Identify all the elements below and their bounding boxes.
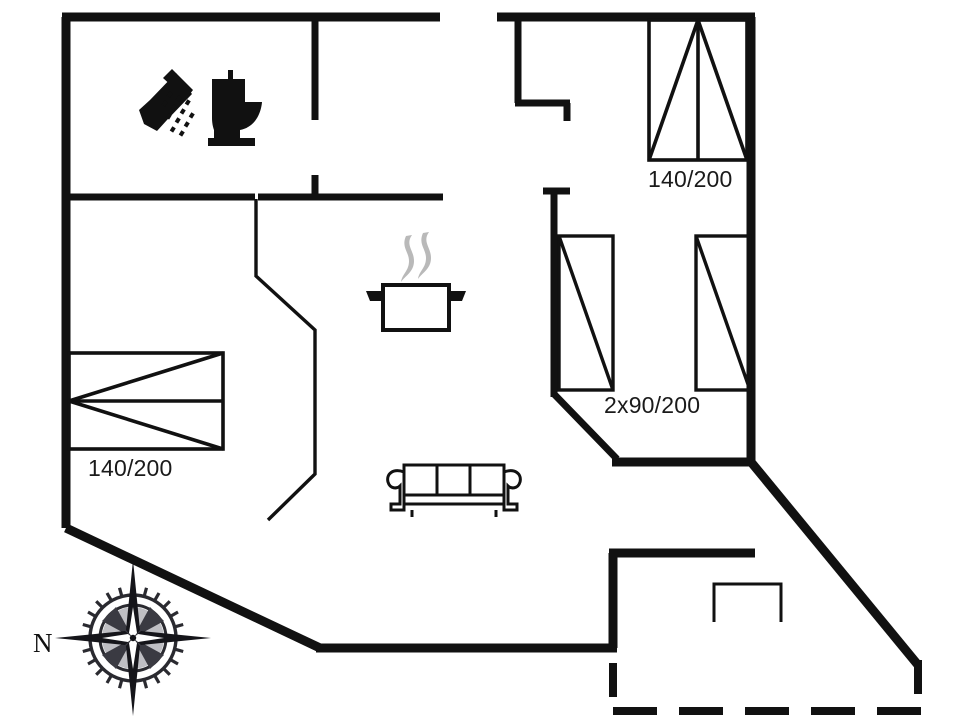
pot-body bbox=[381, 283, 451, 332]
bed-top-right-diagonal-left bbox=[647, 19, 700, 161]
bed-twin-left-outline bbox=[557, 234, 615, 392]
pot-walls bbox=[381, 285, 451, 332]
sofa-seat bbox=[402, 493, 506, 506]
wall-right-diagonal bbox=[747, 459, 922, 668]
compass-points-intercardinal bbox=[102, 607, 164, 669]
steam-wisp-left bbox=[401, 235, 414, 282]
compass-north-label: N bbox=[33, 628, 53, 658]
interior-walls bbox=[66, 20, 620, 462]
pot-handle-right bbox=[449, 291, 466, 301]
bed-twin-left-diagonal bbox=[557, 235, 615, 391]
double-bed-left bbox=[67, 351, 225, 451]
single-bed-left-of-pair bbox=[557, 234, 615, 392]
bed-dimension-label-twin: 2x90/200 bbox=[604, 392, 701, 418]
sofa-icon bbox=[386, 463, 522, 517]
compass-center-dot bbox=[129, 634, 137, 642]
sofa-arm-right bbox=[502, 469, 522, 512]
terrace-boundary bbox=[609, 660, 925, 715]
compass-points-cardinal bbox=[55, 560, 211, 716]
terrace-step-shape bbox=[712, 582, 783, 622]
bed-left-diagonal-lower bbox=[68, 399, 224, 451]
toilet-base bbox=[208, 138, 255, 146]
compass-point-south bbox=[126, 638, 140, 716]
pot-handle-left bbox=[366, 291, 383, 301]
steam-wisp-right bbox=[418, 232, 431, 279]
wall-living-partition bbox=[254, 199, 317, 522]
wall-bottom-left-diagonal bbox=[64, 523, 322, 653]
compass-point-west bbox=[55, 631, 133, 645]
shower-icon bbox=[139, 69, 195, 137]
bed-dimension-label-top-right: 140/200 bbox=[648, 166, 733, 192]
bed-left-diagonal-upper bbox=[68, 351, 224, 403]
cooking-pot-icon bbox=[366, 232, 466, 332]
shower-head bbox=[163, 69, 193, 99]
shower-spray bbox=[161, 91, 195, 137]
compass-point-north bbox=[126, 560, 140, 638]
wall-twin-bedroom-diagonal bbox=[551, 391, 620, 462]
toilet-flush-handle bbox=[228, 70, 233, 80]
bed-twin-right-diagonal bbox=[694, 235, 752, 391]
compass-star-highlight bbox=[102, 607, 164, 669]
bed-dimension-label-left: 140/200 bbox=[88, 455, 173, 481]
bed-twin-right-outline bbox=[694, 234, 752, 392]
single-bed-right-of-pair bbox=[694, 234, 752, 392]
pot-steam bbox=[401, 232, 431, 282]
exterior-walls bbox=[61, 12, 922, 668]
toilet-bowl bbox=[212, 102, 262, 138]
toilet-icon bbox=[208, 70, 262, 146]
compass-rose-icon bbox=[55, 560, 211, 716]
double-bed-top-right bbox=[647, 18, 749, 162]
sofa-backrest bbox=[402, 463, 506, 497]
bed-top-right-diagonal-right bbox=[696, 19, 749, 161]
sofa-arm-left bbox=[386, 469, 406, 512]
compass-point-east bbox=[133, 631, 211, 645]
terrace-step-outline bbox=[712, 582, 783, 622]
thin-partition-walls bbox=[254, 199, 317, 522]
